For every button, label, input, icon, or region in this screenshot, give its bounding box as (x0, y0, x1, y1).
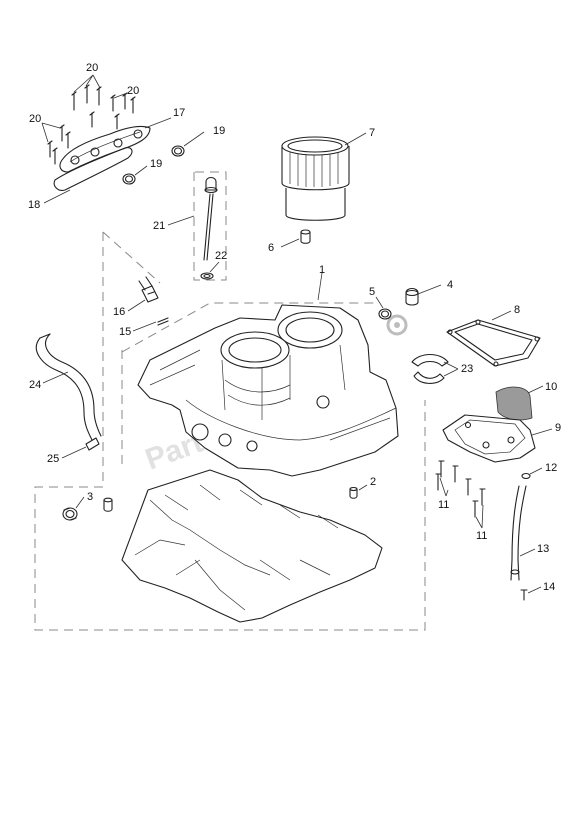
callout-25: 25 (47, 453, 59, 465)
part-3-seals (62, 496, 113, 521)
part-1-upper-crankcase (137, 272, 399, 477)
part-11-bolts (435, 460, 486, 529)
callout-14: 14 (543, 581, 555, 593)
part-25-fitting (61, 437, 100, 459)
callout-17: 17 (173, 107, 185, 119)
callout-20c: 20 (29, 113, 41, 125)
part-20-bolts (41, 74, 136, 165)
callout-21: 21 (153, 220, 165, 232)
part-13-pipe (510, 485, 536, 581)
part-16-sensor (127, 276, 159, 312)
callout-23: 23 (461, 363, 473, 375)
part-2-dowel (349, 484, 368, 499)
assembly-boundary (34, 171, 426, 631)
lower-crankcase (121, 469, 383, 623)
part-4-bush (405, 284, 442, 306)
callout-7: 7 (369, 127, 375, 139)
part-12-oring (521, 467, 543, 480)
callout-1: 1 (319, 264, 325, 276)
part-24-hose (35, 333, 102, 441)
part-9-oil-pan (442, 414, 553, 463)
callout-labels: 1 2 3 4 5 6 7 8 9 10 11 11 12 13 14 15 1… (28, 62, 561, 593)
callout-2: 2 (370, 476, 376, 488)
callout-3: 3 (87, 491, 93, 503)
callout-8: 8 (514, 304, 520, 316)
callout-15: 15 (119, 326, 131, 338)
gear-icon (386, 314, 408, 336)
part-14-bolt (520, 586, 542, 601)
callout-24: 24 (29, 379, 41, 391)
part-18-gasket (43, 147, 133, 204)
callout-22: 22 (215, 250, 227, 262)
callout-20b: 20 (127, 85, 139, 97)
part-8-gasket (446, 310, 541, 367)
part-23-shells (411, 353, 459, 384)
part-15-clip (132, 317, 169, 332)
part-19-orings (122, 131, 205, 185)
callout-11a: 11 (438, 499, 449, 511)
callout-6: 6 (268, 242, 274, 254)
callout-19a: 19 (213, 125, 225, 137)
part-6-dowel (280, 229, 311, 248)
part-22-seal (200, 261, 220, 280)
part-7-oil-filter (281, 132, 367, 221)
callout-5: 5 (369, 286, 375, 298)
callout-13: 13 (537, 543, 549, 555)
callout-4: 4 (447, 279, 453, 291)
callout-18: 18 (28, 199, 40, 211)
callout-10: 10 (545, 381, 557, 393)
part-10-strainer (495, 385, 544, 421)
part-5-oring (375, 296, 392, 320)
callout-12: 12 (545, 462, 557, 474)
callout-11b: 11 (476, 530, 487, 542)
callout-19b: 19 (150, 158, 162, 170)
callout-16: 16 (113, 306, 125, 318)
part-17-cover (59, 117, 172, 173)
callout-20a: 20 (86, 62, 98, 74)
callout-9: 9 (555, 422, 561, 434)
part-21-dipstick (167, 176, 218, 261)
